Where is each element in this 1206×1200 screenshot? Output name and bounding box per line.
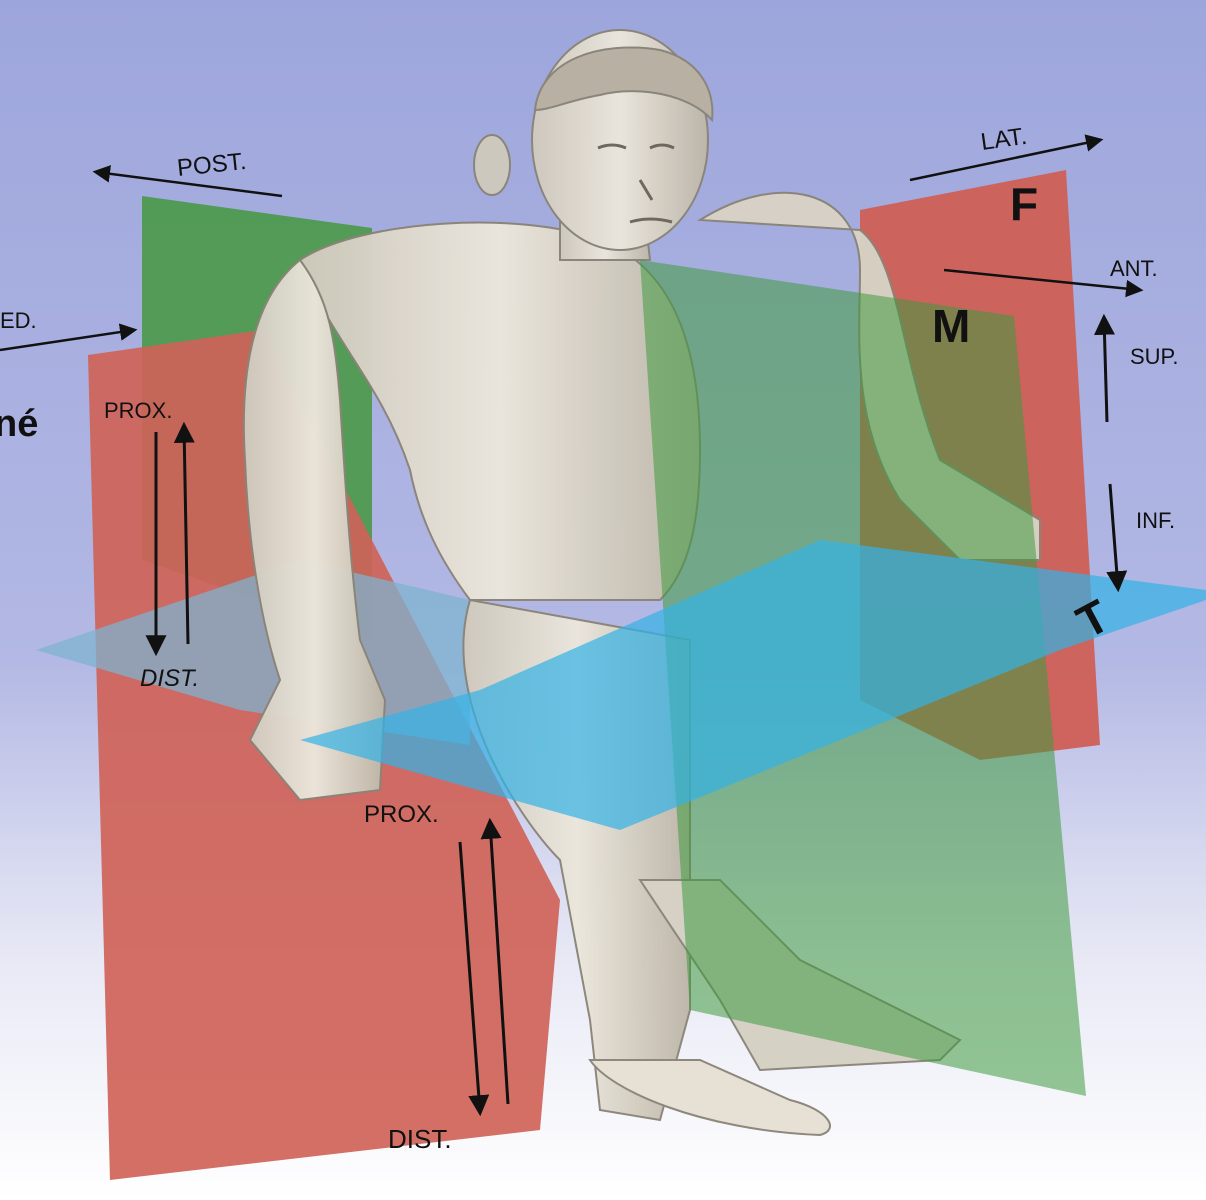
label-proximal-left: PROX.: [104, 398, 172, 423]
label-distal-left: DIST.: [140, 665, 199, 692]
label-superior: SUP.: [1130, 344, 1179, 369]
label-medial: ED.: [0, 308, 37, 333]
plane-label-frontal: F: [1010, 178, 1038, 230]
label-distal-bottom: DIST.: [388, 1124, 452, 1154]
label-anterior: ANT.: [1110, 256, 1158, 281]
label-proximal-bottom: PROX.: [364, 801, 439, 828]
label-inferior: INF.: [1136, 508, 1175, 533]
edge-text-fragment: né: [0, 403, 38, 445]
plane-label-median: M: [932, 300, 970, 352]
